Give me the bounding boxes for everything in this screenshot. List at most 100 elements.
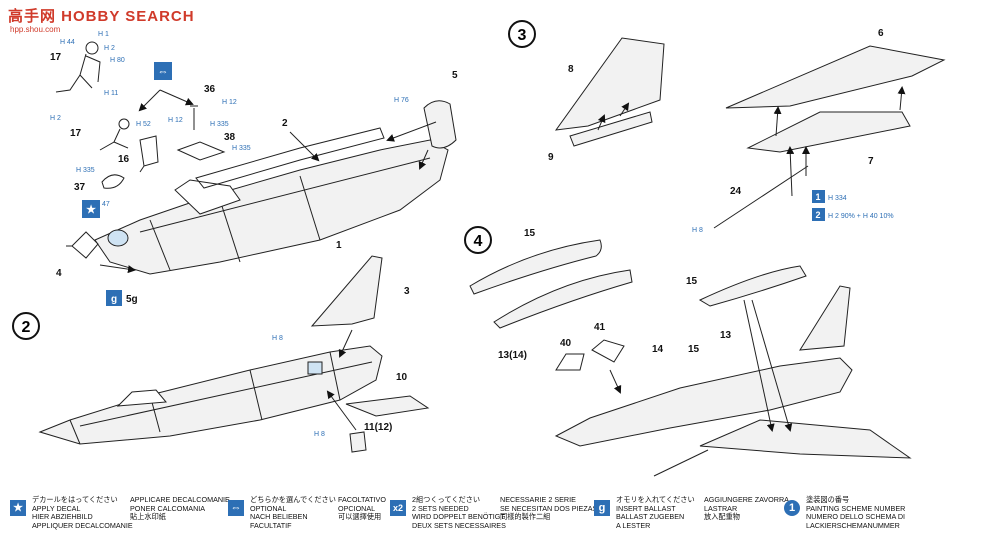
wing-step-4-icon xyxy=(699,419,912,459)
part-label-37: 37 xyxy=(74,182,86,193)
step-3-number: 3 xyxy=(518,27,527,44)
step-3-circle-icon xyxy=(508,20,536,48)
rod-part-24-icon xyxy=(713,165,809,229)
tank-part-15a-icon xyxy=(469,239,602,295)
part-label-4: 4 xyxy=(56,268,62,279)
watermark-url: hpp.shou.com xyxy=(10,25,61,34)
step-2-number: 2 xyxy=(22,319,31,336)
canopy-part-41-icon xyxy=(591,339,625,363)
part-label-2: 2 xyxy=(282,118,288,129)
canopy-part-40-icon xyxy=(555,353,585,371)
part-label-7: 7 xyxy=(868,156,874,167)
paint-label-h8a: H 8 xyxy=(272,335,283,342)
part-37-icon xyxy=(101,174,125,189)
part-label-17a: 17 xyxy=(50,52,62,63)
step-1-assembly xyxy=(55,41,457,275)
paint-label-h8b: H 8 xyxy=(314,431,325,438)
optional-arrows-icon: ⇔ xyxy=(228,500,244,516)
scheme-1-number: 1 xyxy=(815,192,820,202)
x2-icon: x2 xyxy=(390,500,406,516)
part-label-9: 9 xyxy=(548,152,554,163)
decal-number-label: 47 xyxy=(102,201,110,208)
paint-label-h12a: H 12 xyxy=(222,99,237,106)
paint-label-h44: H 44 xyxy=(60,39,75,46)
exhaust-part-5-icon xyxy=(423,100,457,149)
paint-label-h334: H 334 xyxy=(828,195,847,202)
decal-marker-glyph: ★ xyxy=(86,204,96,216)
scheme-1-marker-icon xyxy=(812,190,825,203)
part-label-15b: 15 xyxy=(686,276,698,287)
pilot-seated-icon xyxy=(99,118,130,151)
paint-label-h80: H 80 xyxy=(110,57,125,64)
control-stick-icon xyxy=(190,105,198,130)
scheme-2-number: 2 xyxy=(815,210,820,220)
optional-marker-glyph: ⇔ xyxy=(158,66,169,78)
nose-cone-icon xyxy=(66,231,99,259)
part-label-15a: 15 xyxy=(524,228,536,239)
ejection-seat-icon xyxy=(139,135,159,173)
probe-step-4-icon xyxy=(653,449,709,477)
ballast-weight-label: 5g xyxy=(126,294,138,305)
intake-disc-icon xyxy=(107,229,129,247)
scheme-2-marker-icon xyxy=(812,208,825,221)
instrument-panel-icon xyxy=(176,141,226,161)
part-label-24: 24 xyxy=(730,186,742,197)
fuselage-part-1 xyxy=(94,139,449,275)
part-label-1: 1 xyxy=(336,240,342,251)
part-label-5: 5 xyxy=(452,70,458,81)
assembly-diagram: 17 H 1 H 44 H 2 H 80 H 11 H 2 17 H 52 16… xyxy=(12,20,946,477)
spine-part-2-icon xyxy=(195,127,385,189)
paint-label-h76: H 76 xyxy=(394,97,409,104)
tail-fin-step-4-icon xyxy=(799,285,851,351)
paint-label-h8c: H 8 xyxy=(692,227,703,234)
ballast-weight-icon: g xyxy=(594,500,610,516)
part-label-13: 13 xyxy=(720,330,732,341)
fuselage-step-4-icon xyxy=(554,357,853,447)
step-4-number: 4 xyxy=(474,233,483,250)
part-11-icon xyxy=(349,431,367,453)
step-2-assembly xyxy=(38,255,430,453)
optional-marker-icon xyxy=(154,62,172,80)
paint-label-h1: H 1 xyxy=(98,31,109,38)
part-label-14: 14 xyxy=(652,344,664,355)
step-3-assembly xyxy=(554,37,946,229)
part-label-3: 3 xyxy=(404,286,410,297)
paint-label-h335c: H 335 xyxy=(232,145,251,152)
pilot-figure-icon xyxy=(55,41,101,93)
tank-part-15b-icon xyxy=(698,265,807,307)
tank-part-13-14-icon xyxy=(493,269,633,329)
decal-star-icon: ★ xyxy=(10,500,26,516)
part-label-36: 36 xyxy=(204,84,216,95)
part-label-10: 10 xyxy=(396,372,408,383)
wing-part-7-icon xyxy=(746,111,911,153)
decal-marker-icon xyxy=(82,200,100,218)
part-label-16: 16 xyxy=(118,154,130,165)
paint-label-h335a: H 335 xyxy=(76,167,95,174)
scheme-number-icon: 1 xyxy=(784,500,800,516)
step-4-assembly xyxy=(469,239,912,477)
canopy-step-2-icon xyxy=(116,389,167,407)
part-label-6: 6 xyxy=(878,28,884,39)
step-4-circle-icon xyxy=(464,226,492,254)
symbol-legend: ★ デカールをはってください APPLY DECAL HIER ABZIEHBI… xyxy=(0,494,990,541)
wing-part-6-icon xyxy=(725,45,946,109)
part-label-15c: 15 xyxy=(688,344,700,355)
ballast-marker-icon xyxy=(106,290,122,306)
paint-label-h335b: H 335 xyxy=(210,121,229,128)
part-label-13-14: 13(14) xyxy=(498,350,527,361)
fin-part-8-icon xyxy=(554,37,665,131)
paint-label-h12b: H 12 xyxy=(168,117,183,124)
part-label-40: 40 xyxy=(560,338,572,349)
paint-label-h11: H 11 xyxy=(104,90,118,97)
paint-label-h52: H 52 xyxy=(136,121,151,128)
part-label-41: 41 xyxy=(594,322,606,333)
part-label-8: 8 xyxy=(568,64,574,75)
fin-part-9-icon xyxy=(569,111,653,147)
tail-fin-part-3-icon xyxy=(310,255,383,327)
watermark: 高手网 HOBBY SEARCH xyxy=(8,8,195,25)
step-2-circle-icon xyxy=(12,312,40,340)
part-label-38: 38 xyxy=(224,132,236,143)
paint-label-h2a: H 2 xyxy=(104,45,115,52)
paint-label-mix: H 2 90% + H 40 10% xyxy=(828,213,894,220)
